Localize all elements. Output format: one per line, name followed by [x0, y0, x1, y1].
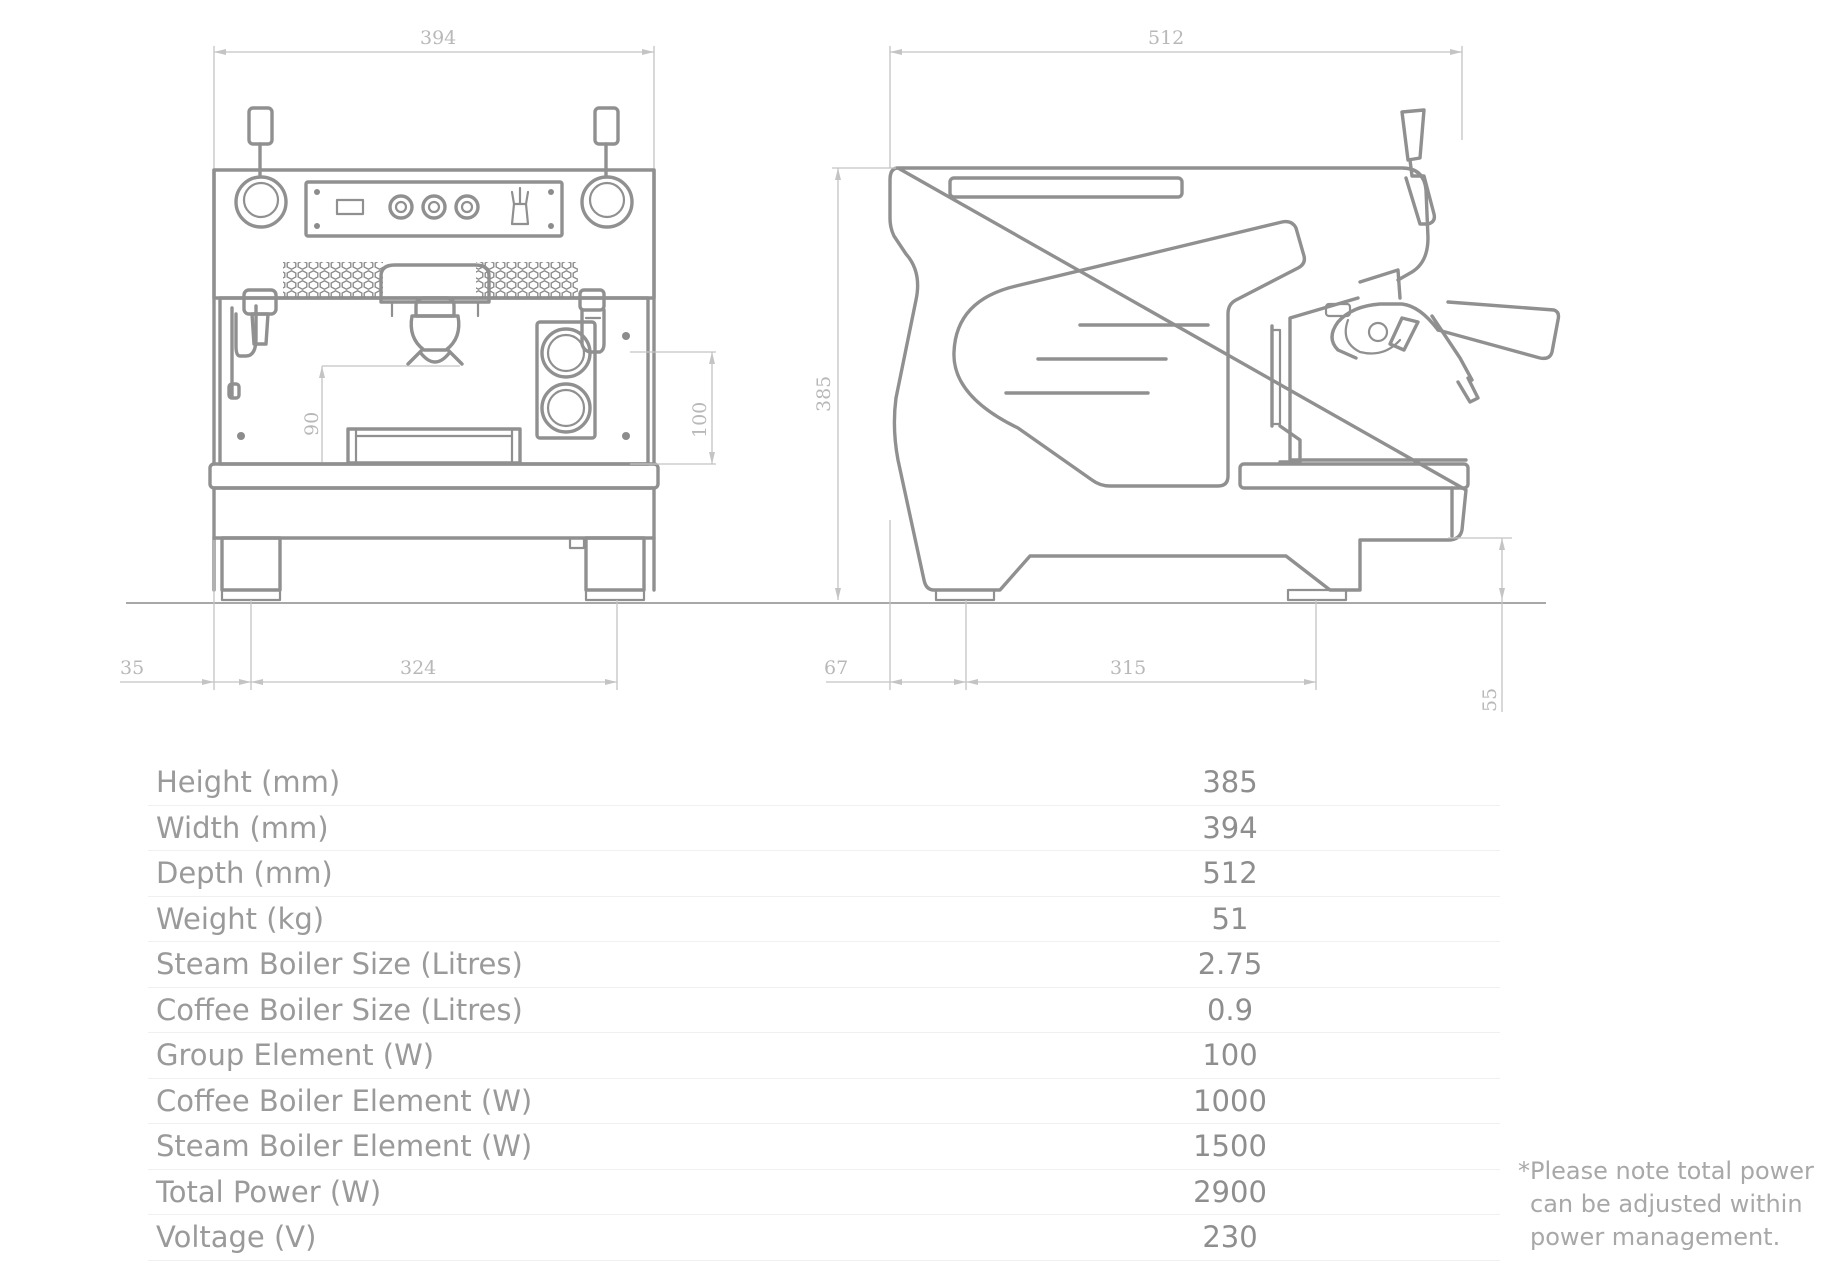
spec-row: Weight (kg) 51	[148, 897, 1500, 942]
technical-drawing: 394 35 324 90 100	[120, 27, 1561, 712]
front-button-3	[454, 194, 480, 220]
spec-label: Group Element (W)	[156, 1038, 435, 1072]
spec-value: 512	[1202, 856, 1258, 890]
front-foot-right	[584, 536, 646, 592]
spec-row: Steam Boiler Element (W) 1500	[148, 1124, 1500, 1170]
spec-row: Height (mm) 385	[148, 760, 1500, 806]
dim-front-foot-offset: 35	[120, 657, 144, 679]
dim-side-drip-height: 55	[1479, 688, 1501, 712]
spec-label: Depth (mm)	[156, 856, 333, 890]
front-foot-left	[220, 536, 282, 592]
spec-label: Weight (kg)	[156, 901, 325, 936]
side-drip-tray	[1238, 462, 1470, 490]
spec-row: Voltage (V) 230	[148, 1215, 1500, 1261]
spec-row: Steam Boiler Size (Litres) 2.75	[148, 942, 1500, 988]
spec-value: 230	[1202, 1220, 1258, 1254]
front-button-1	[388, 194, 414, 220]
spec-label: Total Power (W)	[156, 1174, 382, 1209]
dim-side-height: 385	[813, 376, 835, 412]
front-steam-lever-right	[593, 106, 620, 146]
spec-value: 394	[1202, 810, 1258, 845]
dim-side-foot-offset: 67	[824, 657, 848, 679]
spec-value: 1000	[1193, 1083, 1267, 1118]
front-base	[212, 486, 656, 540]
side-steam-lever	[1400, 108, 1426, 162]
side-dimensions: 512 385 67 315 55	[813, 27, 1512, 712]
spec-label: Steam Boiler Element (W)	[156, 1129, 533, 1163]
side-view	[888, 108, 1561, 602]
dim-front-width: 394	[420, 27, 456, 49]
footnote-line-1: *Please note total power	[1518, 1157, 1814, 1185]
front-vent-right	[476, 262, 578, 298]
side-cup-warmer-rail	[948, 176, 1184, 199]
spec-label: Width (mm)	[156, 810, 329, 845]
footnote-line-2: can be adjusted within	[1530, 1190, 1803, 1218]
spec-value: 385	[1202, 765, 1258, 799]
dim-front-side-clearance: 100	[689, 402, 711, 438]
spec-value: 100	[1202, 1038, 1258, 1072]
dim-side-foot-span: 315	[1110, 657, 1146, 679]
side-panel	[952, 219, 1307, 488]
spec-value: 2900	[1193, 1174, 1267, 1209]
dim-front-cup-clearance: 90	[301, 412, 323, 436]
front-cup-rest	[346, 427, 522, 465]
front-steam-wand-valve	[242, 288, 278, 316]
spec-value: 0.9	[1206, 992, 1254, 1027]
spec-label: Coffee Boiler Size (Litres)	[156, 992, 523, 1027]
front-upper-panel	[212, 168, 656, 300]
dim-front-foot-span: 324	[400, 657, 436, 679]
side-portafilter-handle	[1436, 300, 1561, 361]
spec-value: 2.75	[1197, 947, 1263, 981]
front-button-2	[421, 194, 447, 220]
front-gauge-frame	[535, 320, 597, 440]
front-vent-left	[283, 262, 383, 298]
front-drip-tray-rim	[208, 462, 660, 490]
spec-row: Width (mm) 394	[148, 806, 1500, 851]
power-footnote: *Please note total power can be adjusted…	[1518, 1155, 1828, 1254]
spec-label: Voltage (V)	[156, 1220, 317, 1254]
side-foot-front	[934, 588, 996, 602]
spec-label: Coffee Boiler Element (W)	[156, 1083, 533, 1118]
side-steam-wand	[1430, 314, 1474, 382]
front-control-panel	[304, 180, 564, 238]
front-display	[335, 198, 365, 216]
spec-value: 51	[1211, 901, 1249, 936]
spec-row: Group Element (W) 100	[148, 1033, 1500, 1079]
spec-label: Height (mm)	[156, 765, 341, 799]
front-dimensions: 394 35 324 90 100	[120, 27, 716, 690]
spec-value: 1500	[1193, 1129, 1267, 1163]
front-steam-knob-left	[234, 175, 288, 229]
front-group-head	[379, 263, 491, 304]
dim-side-depth: 512	[1148, 27, 1184, 49]
front-logo-icon	[510, 186, 530, 226]
front-steam-lever-left	[247, 106, 274, 146]
front-pressure-gauge-bottom	[540, 382, 592, 434]
front-steam-knob-right	[580, 175, 634, 229]
front-portafilter	[414, 296, 456, 318]
front-view	[208, 106, 660, 602]
footnote-line-3: power management.	[1530, 1223, 1781, 1251]
spec-label: Steam Boiler Size (Litres)	[156, 947, 523, 981]
front-hot-water-valve	[578, 288, 606, 312]
spec-row: Total Power (W) 2900	[148, 1170, 1500, 1215]
spec-row: Coffee Boiler Size (Litres) 0.9	[148, 988, 1500, 1033]
side-body-outline	[888, 166, 1468, 592]
spec-row: Coffee Boiler Element (W) 1000	[148, 1079, 1500, 1124]
side-foot-back	[1286, 588, 1348, 602]
spec-row: Depth (mm) 512	[148, 851, 1500, 897]
